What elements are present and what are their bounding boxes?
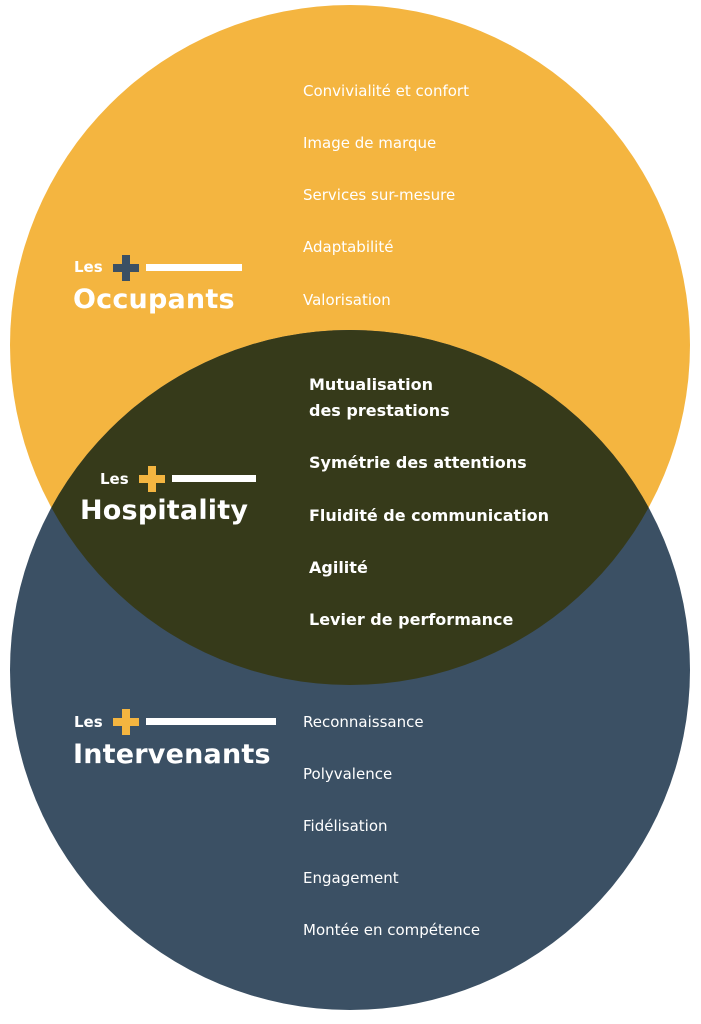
hospitality-item: Levier de performance [309,610,514,629]
hospitality-item: Agilité [309,558,368,577]
plus-icon [113,255,139,281]
underline-bar [146,718,276,725]
hospitality-overlap [10,330,690,685]
hospitality-item: Mutualisation [309,375,433,394]
occupants-item: Services sur-mesure [303,186,456,204]
hospitality-item: Fluidité de communication [309,506,550,525]
plus-icon [113,709,139,735]
hospitality-item: Symétrie des attentions [309,453,527,472]
occupants-item: Valorisation [303,291,391,309]
intervenants-item: Engagement [303,869,399,887]
underline-bar [172,475,256,482]
occupants-item: Adaptabilité [303,238,394,256]
underline-bar [146,264,242,271]
occupants-title: Occupants [73,284,235,315]
occupants-item: Convivialité et confort [303,82,469,100]
occupants-item: Image de marque [303,134,437,152]
intervenants-item: Polyvalence [303,765,393,783]
intervenants-les: Les [74,713,103,731]
intervenants-item: Reconnaissance [303,713,424,731]
intervenants-item: Montée en compétence [303,921,481,939]
intervenants-item: Fidélisation [303,817,388,835]
hospitality-les: Les [100,470,129,488]
hospitality-title: Hospitality [80,495,249,526]
occupants-les: Les [74,258,103,276]
hospitality-item: des prestations [309,401,450,420]
intervenants-title: Intervenants [73,739,271,770]
plus-icon [139,466,165,492]
